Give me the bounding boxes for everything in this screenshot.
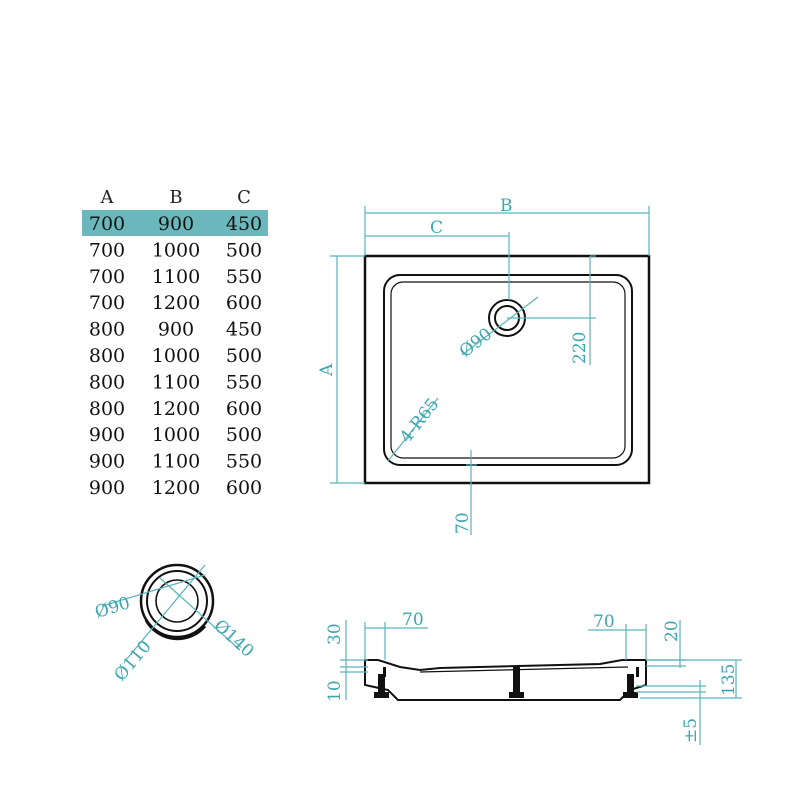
foot-right	[623, 667, 639, 698]
dim-70-label: 70	[453, 512, 473, 534]
table-row: 900 1200 600	[89, 477, 262, 499]
drain-ring-inner	[155, 579, 199, 623]
table-cell: 800	[89, 319, 125, 341]
table-row: 800 1000 500	[89, 345, 262, 367]
side-right-70-label: 70	[593, 612, 615, 632]
table-row: 900 1100 550	[89, 451, 262, 473]
table-row: 700 1000 500	[89, 239, 262, 261]
radius-leader	[387, 397, 439, 462]
side-20-label: 20	[662, 620, 682, 642]
table-cell: 700	[89, 213, 125, 235]
table-row: 700 900 450	[89, 213, 262, 235]
tray-side-profile	[364, 659, 647, 701]
dim-a-label: A	[317, 363, 337, 377]
table-cell: 1000	[152, 424, 200, 446]
table-cell: 800	[89, 398, 125, 420]
table-cell: 1000	[152, 239, 200, 261]
top-view: B C A Ø90 220 4-R65 70	[317, 196, 651, 535]
drain-detail-140-label: Ø140	[210, 616, 258, 662]
table-cell: 550	[226, 451, 262, 473]
tray-inner-basin-edge	[390, 281, 626, 459]
side-30-label: 30	[325, 623, 345, 645]
table-cell: 450	[226, 213, 262, 235]
drain-diameter-label: Ø90	[456, 324, 496, 362]
table-cell: 1100	[152, 371, 200, 393]
table-cell: 700	[89, 292, 125, 314]
table-cell: 900	[158, 319, 194, 341]
table-row: 900 1000 500	[89, 424, 262, 446]
foot-center	[509, 667, 524, 698]
table-cell: 700	[89, 266, 125, 288]
table-cell: 600	[226, 477, 262, 499]
table-row: 800 900 450	[89, 319, 262, 341]
table-cell: 1000	[152, 345, 200, 367]
dim-b-label: B	[500, 196, 513, 216]
drain-detail-90-label: Ø90	[93, 593, 133, 623]
table-cell: 1200	[152, 477, 200, 499]
drain-detail-110-label: Ø110	[111, 637, 156, 685]
table-cell: 900	[158, 213, 194, 235]
tray-outer-outline	[363, 254, 651, 485]
side-10-label: 10	[325, 680, 345, 702]
drain-leader-90	[101, 574, 206, 607]
table-row: 700 1200 600	[89, 292, 262, 314]
foot-left	[374, 667, 389, 698]
side-pm5-label: ±5	[681, 718, 701, 743]
dim-c-label: C	[430, 218, 443, 238]
side-left-70-label: 70	[402, 610, 424, 630]
table-cell: 550	[226, 371, 262, 393]
side-view: 70 70 30 10 20 135 ±5	[325, 610, 742, 745]
corner-radius-label: 4-R65	[396, 395, 443, 448]
table-cell: 1100	[152, 451, 200, 473]
table-cell: 900	[89, 451, 125, 473]
drain-leader	[461, 296, 539, 356]
table-cell: 500	[226, 345, 262, 367]
table-cell: 500	[226, 239, 262, 261]
table-header-a: A	[100, 187, 115, 208]
table-cell: 600	[226, 398, 262, 420]
table-cell: 500	[226, 424, 262, 446]
table-cell: 600	[226, 292, 262, 314]
dimension-table: A B C 700 900 450 700 1000 500 700 1100 550 700 1200…	[82, 187, 268, 499]
table-cell: 900	[89, 424, 125, 446]
side-135-label: 135	[719, 664, 739, 696]
table-cell: 1200	[152, 398, 200, 420]
table-cell: 700	[89, 239, 125, 261]
table-row: 700 1100 550	[89, 266, 262, 288]
table-header-c: C	[237, 187, 251, 208]
dim-220-label: 220	[570, 332, 590, 364]
table-cell: 550	[226, 266, 262, 288]
drain-detail: Ø90 Ø110 Ø140	[93, 563, 258, 685]
tray-side-top	[419, 666, 629, 673]
table-row: 800 1200 600	[89, 398, 262, 420]
table-cell: 1100	[152, 266, 200, 288]
table-row: 800 1100 550	[89, 371, 262, 393]
table-header-b: B	[169, 187, 182, 208]
table-cell: 800	[89, 345, 125, 367]
drain-leader-140	[159, 577, 241, 651]
drain-ring-shadow	[144, 619, 207, 641]
table-cell: 450	[226, 319, 262, 341]
tray-inner-basin	[383, 274, 633, 466]
table-highlight-row	[82, 210, 268, 236]
table-cell: 900	[89, 477, 125, 499]
drain-leader-110	[125, 564, 206, 661]
table-cell: 800	[89, 371, 125, 393]
table-cell: 1200	[152, 292, 200, 314]
